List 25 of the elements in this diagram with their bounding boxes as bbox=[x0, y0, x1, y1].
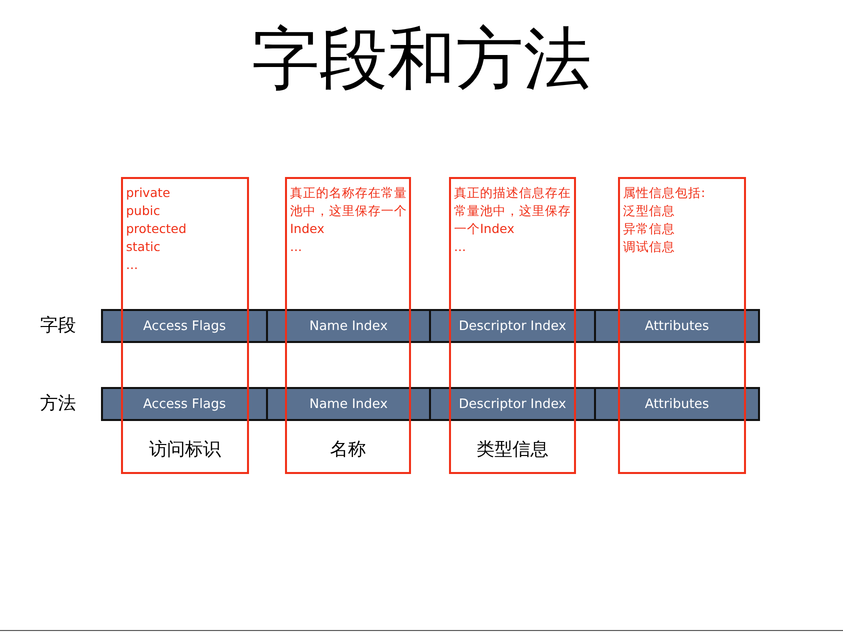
caption-text: 类型信息 bbox=[476, 438, 550, 461]
table-cell: Attributes bbox=[594, 387, 760, 421]
highlight-frame bbox=[618, 177, 746, 474]
row-label: 字段 bbox=[40, 314, 76, 337]
note-text: 调试信息 bbox=[623, 238, 676, 256]
table-cell: Descriptor Index bbox=[429, 387, 596, 421]
caption-text: 名称 bbox=[329, 438, 367, 461]
highlight-frame bbox=[449, 177, 576, 474]
highlight-frame bbox=[285, 177, 411, 474]
table-cell: Access Flags bbox=[101, 387, 268, 421]
highlight-frame bbox=[121, 177, 249, 474]
note-text: 属性信息包括: bbox=[623, 184, 706, 202]
table-cell: Name Index bbox=[266, 309, 431, 343]
note-text: 异常信息 bbox=[623, 220, 676, 238]
table-cell: Descriptor Index bbox=[429, 309, 596, 343]
note-text: 泛型信息 bbox=[623, 202, 676, 220]
note-text: 真正的描述信息存在常量池中，这里保存一个Index ... bbox=[454, 184, 572, 256]
table-cell: Name Index bbox=[266, 387, 431, 421]
note-text: 真正的名称存在常量池中，这里保存一个Index ... bbox=[290, 184, 408, 256]
row-label: 方法 bbox=[40, 392, 76, 415]
title: 字段和方法 bbox=[250, 19, 592, 101]
table-cell: Access Flags bbox=[101, 309, 268, 343]
note-text: private pubic protected static ... bbox=[126, 184, 188, 274]
table-cell: Attributes bbox=[594, 309, 760, 343]
caption-text: 访问标识 bbox=[148, 438, 222, 461]
